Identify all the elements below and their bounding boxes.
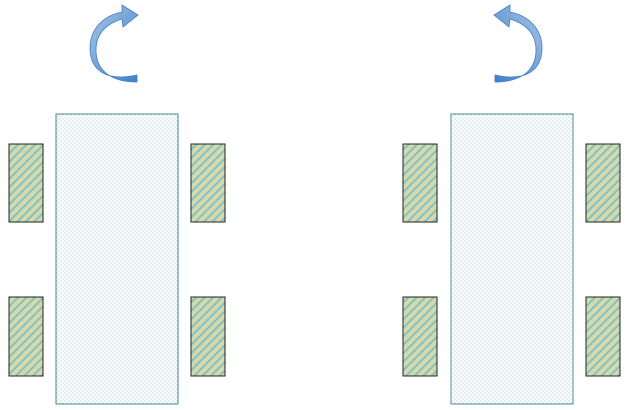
clockwise-arrow-icon [493,4,543,83]
wheel-front-left [8,143,44,223]
wheel-front-right [190,143,226,223]
wheel-rear-right [585,296,621,377]
right-vehicle [402,4,621,405]
wheel-front-left [402,143,438,223]
wheel-rear-left [402,296,438,377]
wheel-front-right [585,143,621,223]
vehicle-body [450,113,574,405]
wheel-rear-left [8,296,44,377]
left-vehicle [8,4,226,405]
counterclockwise-arrow-icon [89,4,139,83]
wheel-rear-right [190,296,226,377]
vehicle-body [55,113,179,405]
